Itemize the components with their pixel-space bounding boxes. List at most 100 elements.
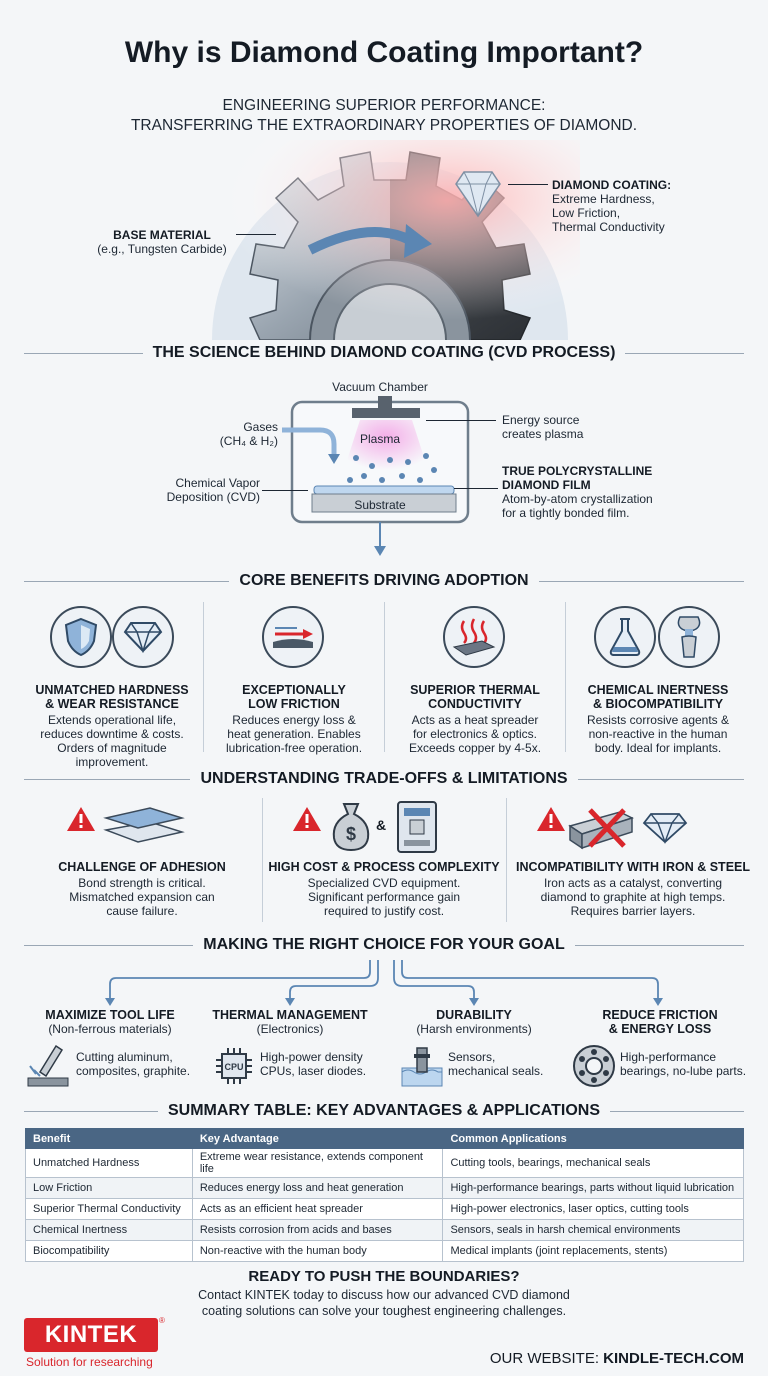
benefit-desc-1c: Orders of magnitude improvement.	[57, 741, 167, 769]
gases-formula: (CH₄ & H₂)	[219, 434, 278, 448]
tradeoff-desc-3a: Iron acts as a catalyst, converting	[543, 876, 723, 890]
website-link[interactable]: KINDLE-TECH.COM	[603, 1350, 744, 1367]
warning-icon	[293, 807, 321, 831]
plasma-label: Plasma	[359, 432, 400, 446]
choice-desc-3a: Sensors,	[448, 1050, 496, 1064]
choice-title-3: DURABILITY	[436, 1008, 512, 1022]
choice-card-friction: REDUCE FRICTION & ENERGY LOSS	[580, 1008, 740, 1036]
summary-table: Benefit Key Advantage Common Application…	[25, 1128, 744, 1262]
film-desc-2: for a tightly bonded film.	[502, 506, 630, 520]
kintek-tagline: Solution for researching	[26, 1355, 153, 1369]
table-cell: Superior Thermal Conductivity	[25, 1198, 193, 1220]
tradeoff-desc-1c: cause failure.	[106, 904, 178, 918]
choice-desc-4a: High-performance	[620, 1050, 717, 1064]
table-cell: Non-reactive with the human body	[191, 1240, 444, 1262]
choice-desc-4b: bearings, no-lube parts.	[620, 1064, 747, 1078]
kintek-logo[interactable]: KINTEK	[24, 1318, 158, 1352]
benefit-card-inertness: CHEMICAL INERTNESS & BIOCOMPATIBILITY Re…	[568, 683, 748, 755]
summary-table-wrap: Benefit Key Advantage Common Application…	[25, 1128, 744, 1262]
choice-sub-4: & ENERGY LOSS	[608, 1022, 712, 1036]
tradeoff-card-cost: HIGH COST & PROCESS COMPLEXITY Specializ…	[266, 860, 502, 918]
table-cell: Acts as an efficient heat spreader	[191, 1198, 444, 1220]
svg-text:$: $	[346, 824, 356, 844]
website-label: OUR WEBSITE:	[489, 1350, 599, 1367]
benefit-desc-3c: Exceeds copper by 4-5x.	[408, 741, 542, 755]
table-cell: Unmatched Hardness	[25, 1148, 193, 1178]
tradeoff-card-iron: INCOMPATIBILITY WITH IRON & STEEL Iron a…	[508, 860, 758, 918]
choice-sub-2: (Electronics)	[256, 1022, 324, 1036]
energy-leader	[426, 420, 496, 421]
tradeoff-desc-3b: diamond to graphite at high temps.	[540, 890, 726, 904]
cutting-tool-icon	[27, 1044, 69, 1087]
benefit-title-3a: SUPERIOR THERMAL	[410, 683, 540, 697]
coating-line-2: Low Friction,	[552, 206, 621, 220]
tradeoff-desc-3c: Requires barrier layers.	[570, 904, 696, 918]
benefit-desc-3a: Acts as a heat spreader	[411, 713, 539, 727]
table-cell: Sensors, seals in harsh chemical environ…	[442, 1219, 744, 1241]
choice-desc-3: Sensors, mechanical seals.	[448, 1050, 543, 1078]
divider	[384, 602, 385, 752]
table-row: Biocompatibility Non-reactive with the h…	[25, 1240, 744, 1262]
heat-icon	[443, 606, 505, 668]
coating-line-3: Thermal Conductivity	[552, 220, 665, 234]
science-heading: THE SCIENCE BEHIND DIAMOND COATING (CVD …	[0, 344, 768, 362]
table-cell: Chemical Inertness	[25, 1219, 193, 1241]
coating-leader	[508, 184, 548, 185]
benefit-desc-1a: Extends operational life,	[47, 713, 177, 727]
low-friction-icon	[262, 606, 324, 668]
choice-desc-1: Cutting aluminum, composites, graphite.	[76, 1050, 190, 1078]
flask-icon	[594, 606, 656, 668]
choice-title-1: MAXIMIZE TOOL LIFE	[45, 1008, 175, 1022]
shield-icon	[50, 606, 112, 668]
benefit-desc-2b: heat generation. Enables	[227, 727, 361, 741]
kintek-logo-text: KINTEK	[44, 1321, 138, 1348]
divider	[262, 798, 263, 922]
benefit-desc-2a: Reduces energy loss &	[232, 713, 356, 727]
table-header: Common Applications	[442, 1128, 744, 1149]
tradeoff-desc-2c: required to justify cost.	[323, 904, 445, 918]
choice-title-4: REDUCE FRICTION	[602, 1008, 718, 1022]
benefit-card-friction: EXCEPTIONALLY LOW FRICTION Reduces energ…	[206, 683, 382, 755]
benefit-title-1a: UNMATCHED HARDNESS	[35, 683, 189, 697]
bearing-icon	[573, 1045, 615, 1087]
tradeoff-desc-1a: Bond strength is critical.	[78, 876, 206, 890]
tradeoff-desc-2b: Significant performance gain	[307, 890, 461, 904]
choice-desc-4: High-performance bearings, no-lube parts…	[620, 1050, 746, 1078]
benefit-title-4a: CHEMICAL INERTNESS	[587, 683, 729, 697]
choice-connector-arrows	[105, 960, 663, 1006]
table-cell: Reduces energy loss and heat generation	[191, 1177, 444, 1199]
benefit-title-1b: & WEAR RESISTANCE	[45, 697, 179, 711]
registered-mark: ®	[159, 1316, 165, 1325]
choice-desc-2a: High-power density	[260, 1050, 363, 1064]
benefit-desc-2c: lubrication-free operation.	[225, 741, 363, 755]
energy-line-2: creates plasma	[502, 427, 584, 441]
cvd-machine-icon	[397, 801, 437, 853]
choice-sub-1: (Non-ferrous materials)	[48, 1022, 172, 1036]
choice-card-tool-life: MAXIMIZE TOOL LIFE (Non-ferrous material…	[30, 1008, 190, 1036]
cvd-label: Chemical Vapor Deposition (CVD)	[150, 476, 260, 504]
warning-icon	[67, 807, 95, 831]
cvd-line-2: Deposition (CVD)	[166, 490, 260, 504]
table-row: Chemical Inertness Resists corrosion fro…	[25, 1219, 744, 1241]
benefit-title-2a: EXCEPTIONALLY	[242, 683, 346, 697]
table-row: Unmatched Hardness Extreme wear resistan…	[25, 1148, 744, 1178]
subtitle-line-1: ENGINEERING SUPERIOR PERFORMANCE:	[222, 97, 546, 114]
joint-icon	[658, 606, 720, 668]
benefit-title-4b: & BIOCOMPATIBILITY	[592, 697, 724, 711]
table-cell: Resists corrosion from acids and bases	[191, 1219, 444, 1241]
base-material-sub: (e.g., Tungsten Carbide)	[97, 242, 227, 256]
choice-desc-1b: composites, graphite.	[76, 1064, 191, 1078]
diamond-coating-label: DIAMOND COATING: Extreme Hardness, Low F…	[552, 178, 752, 234]
diamond-icon	[112, 606, 174, 668]
tradeoff-title-1: CHALLENGE OF ADHESION	[58, 860, 226, 874]
choice-card-thermal: THERMAL MANAGEMENT (Electronics)	[206, 1008, 374, 1036]
base-material-title: BASE MATERIAL	[113, 228, 211, 242]
benefit-card-hardness: UNMATCHED HARDNESS & WEAR RESISTANCE Ext…	[22, 683, 202, 769]
table-cell: Biocompatibility	[25, 1240, 193, 1262]
benefit-title-2b: LOW FRICTION	[248, 697, 340, 711]
vacuum-chamber-label: Vacuum Chamber	[332, 380, 428, 394]
cta-line-2: coating solutions can solve your toughes…	[201, 1304, 567, 1318]
benefit-desc-4a: Resists corrosive agents &	[586, 713, 730, 727]
cpu-label: CPU	[224, 1062, 243, 1072]
table-header-row: Benefit Key Advantage Common Application…	[25, 1128, 744, 1149]
